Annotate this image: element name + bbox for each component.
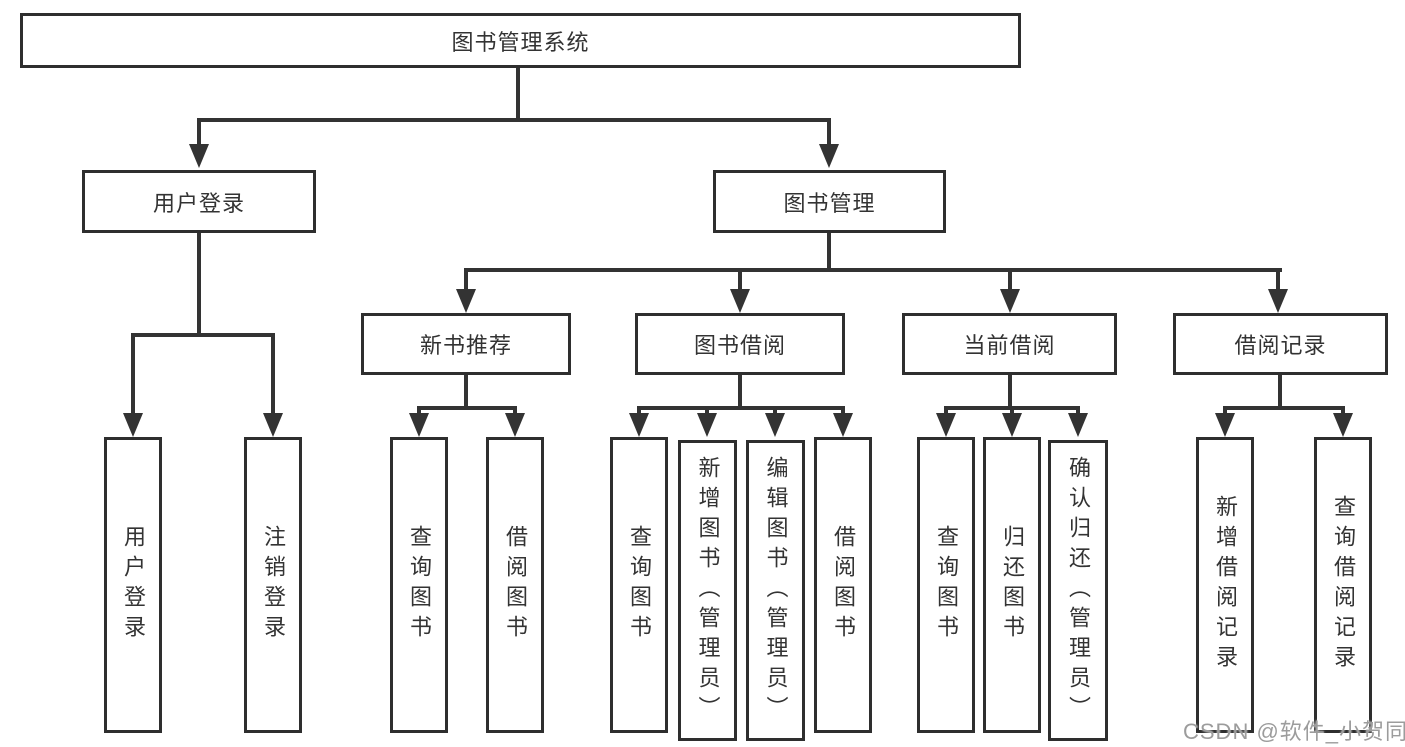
arrow-down-icon — [1002, 413, 1022, 437]
node-login: 用户登录 — [104, 437, 162, 733]
watermark: CSDN @软件_小贺同学 — [1183, 719, 1405, 744]
node-nb-query-books: 查询图书 — [390, 437, 448, 733]
connector-line — [131, 337, 135, 415]
arrow-down-icon — [833, 413, 853, 437]
node-cb-return-books-label: 归还图书 — [1000, 525, 1025, 645]
node-borrow-records-label: 借阅记录 — [1234, 333, 1327, 358]
connector-line — [738, 272, 742, 291]
connector-line — [1278, 375, 1282, 406]
node-user-login-label: 用户登录 — [152, 190, 245, 216]
arrow-down-icon — [629, 413, 649, 437]
node-bb-add-books-admin: 新增图书（管理员） — [678, 440, 737, 741]
connector-line — [1223, 406, 1345, 410]
node-bb-edit-books-admin: 编辑图书（管理员） — [746, 440, 805, 741]
connector-line — [944, 406, 1080, 410]
connector-line — [1008, 272, 1012, 291]
arrow-down-icon — [936, 413, 956, 437]
arrow-down-icon — [1000, 289, 1020, 313]
arrow-down-icon — [1215, 413, 1235, 437]
node-bb-edit-books-admin-label: 编辑图书（管理员） — [763, 455, 789, 726]
node-login-label: 用户登录 — [121, 525, 146, 645]
node-new-book-recommend: 新书推荐 — [361, 313, 571, 375]
node-bb-query-books-label: 查询图书 — [627, 525, 652, 645]
node-br-add-record: 新增借阅记录 — [1196, 437, 1254, 733]
connector-line — [944, 410, 948, 415]
node-bb-borrow-books: 借阅图书 — [814, 437, 872, 733]
node-nb-borrow-books-label: 借阅图书 — [503, 525, 528, 645]
arrow-down-icon — [819, 144, 839, 168]
connector-line — [271, 337, 275, 415]
node-cb-confirm-return-admin: 确认归还（管理员） — [1048, 440, 1108, 741]
arrow-down-icon — [189, 144, 209, 168]
connector-line — [1008, 375, 1012, 406]
node-book-management: 图书管理 — [713, 170, 946, 233]
arrow-down-icon — [765, 413, 785, 437]
connector-line — [1223, 410, 1227, 415]
node-nb-query-books-label: 查询图书 — [407, 525, 432, 645]
connector-line — [417, 406, 517, 410]
node-root: 图书管理系统 — [20, 13, 1021, 68]
connector-line — [1076, 410, 1080, 415]
node-new-book-recommend-label: 新书推荐 — [419, 333, 512, 358]
node-logout-label: 注销登录 — [261, 525, 286, 645]
node-bb-borrow-books-label: 借阅图书 — [831, 525, 856, 645]
connector-line — [1341, 410, 1345, 415]
node-bb-add-books-admin-label: 新增图书（管理员） — [695, 455, 721, 726]
node-logout: 注销登录 — [244, 437, 302, 733]
connector-line — [1276, 272, 1280, 291]
node-bb-query-books: 查询图书 — [610, 437, 668, 733]
node-book-borrow-label: 图书借阅 — [693, 333, 786, 358]
arrow-down-icon — [123, 413, 143, 437]
connector-line — [197, 118, 831, 122]
connector-line — [464, 268, 1282, 272]
arrow-down-icon — [1068, 413, 1088, 437]
arrow-down-icon — [409, 413, 429, 437]
node-book-management-label: 图书管理 — [783, 190, 876, 216]
arrow-down-icon — [1268, 289, 1288, 313]
node-cb-query-books-label: 查询图书 — [934, 525, 959, 645]
node-br-query-record-label: 查询借阅记录 — [1331, 495, 1356, 675]
connector-line — [197, 122, 201, 146]
connector-line — [773, 410, 777, 415]
node-borrow-records: 借阅记录 — [1173, 313, 1388, 375]
connector-line — [516, 68, 520, 118]
connector-line — [464, 272, 468, 291]
node-br-add-record-label: 新增借阅记录 — [1213, 495, 1238, 675]
connector-line — [827, 233, 831, 268]
connector-line — [464, 375, 468, 406]
node-cb-confirm-return-admin-label: 确认归还（管理员） — [1066, 455, 1091, 726]
connector-line — [637, 406, 845, 410]
connector-line — [637, 410, 641, 415]
node-user-login: 用户登录 — [82, 170, 316, 233]
connector-line — [738, 375, 742, 406]
connector-line — [1010, 410, 1014, 415]
arrow-down-icon — [456, 289, 476, 313]
arrow-down-icon — [263, 413, 283, 437]
connector-line — [705, 410, 709, 415]
node-nb-borrow-books: 借阅图书 — [486, 437, 544, 733]
node-book-borrow: 图书借阅 — [635, 313, 845, 375]
connector-line — [513, 410, 517, 415]
arrow-down-icon — [1333, 413, 1353, 437]
node-root-label: 图书管理系统 — [451, 29, 590, 55]
node-cb-return-books: 归还图书 — [983, 437, 1041, 733]
connector-line — [197, 233, 201, 333]
connector-line — [417, 410, 421, 415]
node-cb-query-books: 查询图书 — [917, 437, 975, 733]
node-current-borrow: 当前借阅 — [902, 313, 1117, 375]
connector-line — [841, 410, 845, 415]
arrow-down-icon — [730, 289, 750, 313]
connector-line — [827, 122, 831, 146]
connector-line — [131, 333, 275, 337]
arrow-down-icon — [505, 413, 525, 437]
arrow-down-icon — [697, 413, 717, 437]
node-current-borrow-label: 当前借阅 — [963, 333, 1056, 358]
node-br-query-record: 查询借阅记录 — [1314, 437, 1372, 733]
